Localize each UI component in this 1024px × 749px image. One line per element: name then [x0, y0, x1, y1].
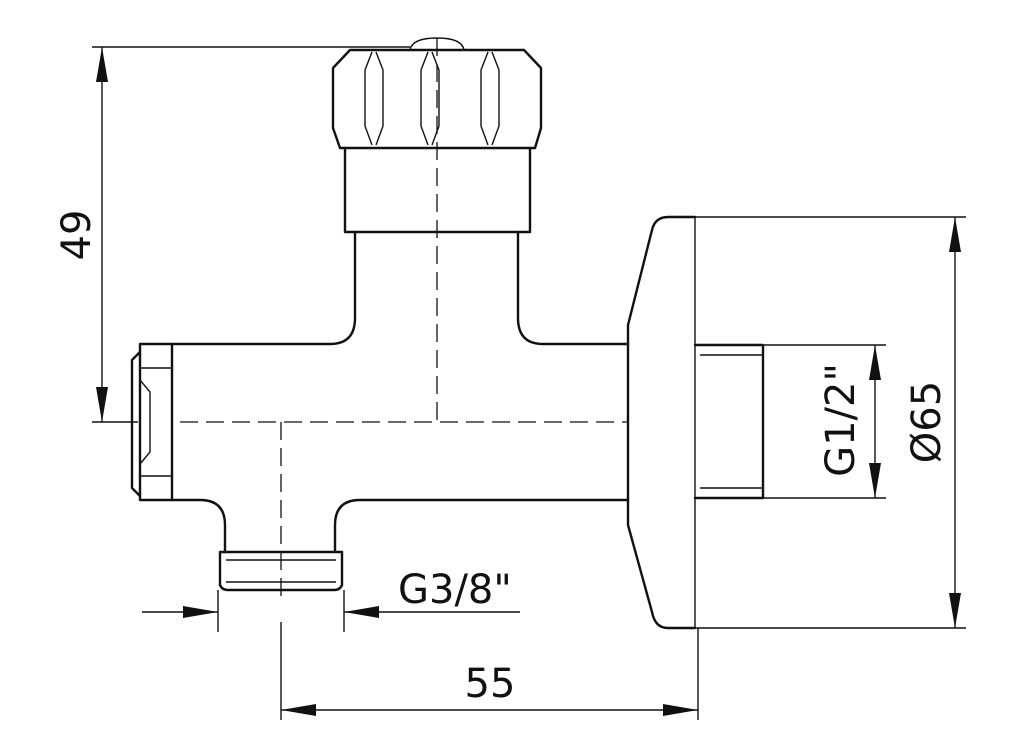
- dimension-d65-label: Ø65: [904, 381, 950, 463]
- dimension-g3-8: G3/8": [142, 567, 520, 632]
- dimension-g3-8-label: G3/8": [398, 567, 512, 613]
- dimension-g1-2-label: G1/2": [818, 363, 864, 477]
- valve-body: [170, 230, 630, 554]
- dimension-55-label: 55: [465, 661, 516, 707]
- dimension-49-label: 49: [54, 210, 100, 261]
- left-nut: [130, 342, 174, 502]
- dimension-d65: Ø65: [695, 216, 966, 629]
- dimension-49: 49: [54, 46, 410, 423]
- inlet-thread: [693, 343, 765, 500]
- center-lines: [180, 38, 628, 598]
- dimension-g1-2: G1/2": [763, 344, 886, 499]
- wall-flange: [626, 215, 697, 630]
- dimension-55: 55: [280, 622, 699, 720]
